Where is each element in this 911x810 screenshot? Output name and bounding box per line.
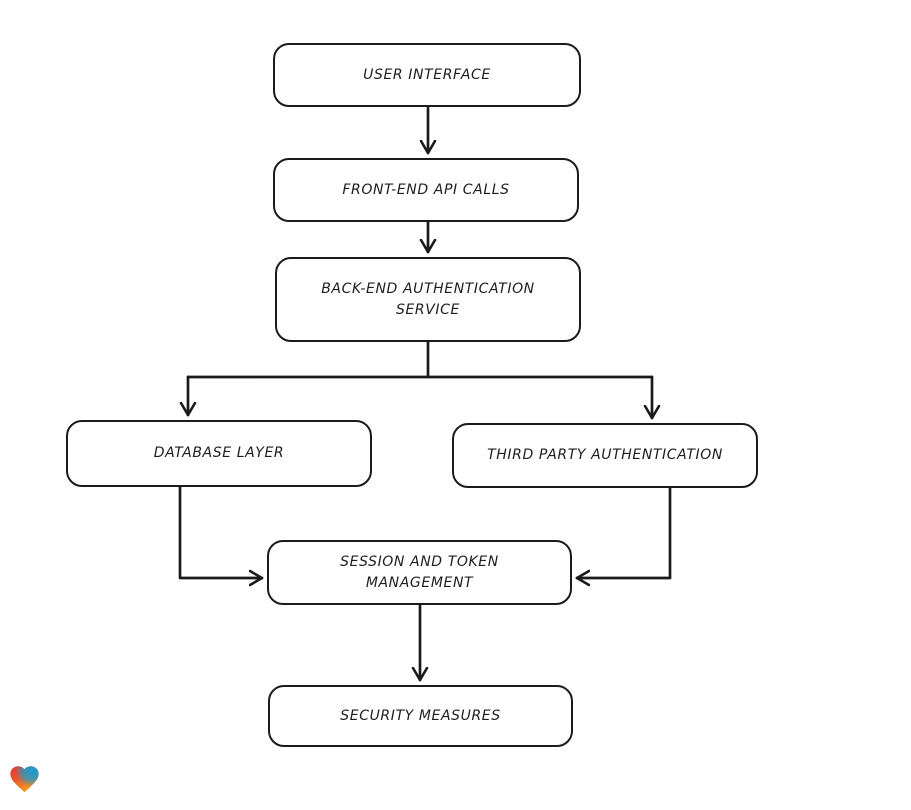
flowchart-node-third-party-authentication: THIRD PARTY AUTHENTICATION	[452, 423, 758, 488]
node-label: SESSION AND TOKEN MANAGEMENT	[340, 553, 499, 591]
flowchart-node-user-interface: USER INTERFACE	[273, 43, 581, 107]
node-label: THIRD PARTY AUTHENTICATION	[487, 447, 723, 463]
flowchart-node-security-measures: SECURITY MEASURES	[268, 685, 573, 747]
heart-gradient-icon	[10, 766, 39, 793]
flowchart-node-session-and-token-management: SESSION AND TOKEN MANAGEMENT	[267, 540, 572, 605]
node-label: DATABASE LAYER	[153, 445, 285, 461]
node-label: BACK-END AUTHENTICATION SERVICE	[321, 280, 535, 318]
flowchart-node-front-end-api-calls: FRONT-END API CALLS	[273, 158, 579, 222]
edge-third-party-to-session	[575, 486, 672, 578]
node-label: USER INTERFACE	[363, 66, 491, 83]
flowchart-node-database-layer: DATABASE LAYER	[66, 420, 372, 487]
node-label: SECURITY MEASURES	[340, 707, 501, 724]
flowchart-node-back-end-authentication-service: BACK-END AUTHENTICATION SERVICE	[275, 257, 581, 342]
edge-database-layer-to-session	[178, 485, 264, 578]
node-label: FRONT-END API CALLS	[342, 181, 510, 198]
